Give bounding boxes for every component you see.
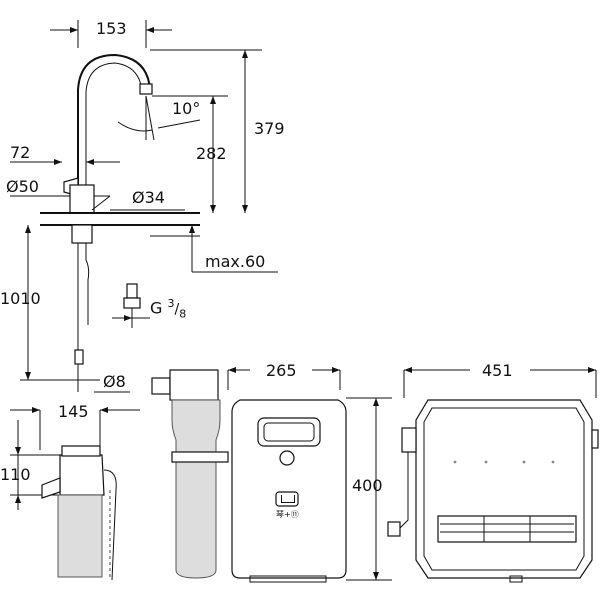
cooler-button-label: 琴+⑪ bbox=[276, 510, 299, 519]
dim-spout-height: 282 bbox=[196, 144, 227, 163]
faucet-dimension-lines bbox=[10, 20, 278, 393]
faucet-spout-inner bbox=[85, 62, 143, 185]
faucet-spout bbox=[77, 53, 151, 185]
faucet-base bbox=[69, 184, 95, 214]
dim-shank-diameter: Ø34 bbox=[132, 188, 165, 207]
dim-filter-height: 110 bbox=[0, 465, 31, 484]
cooler-front-drawing bbox=[227, 367, 392, 583]
dim-filter-width: 145 bbox=[58, 402, 89, 421]
dim-cooler-height: 400 bbox=[352, 476, 383, 495]
co2-bottle-drawing bbox=[151, 369, 229, 579]
dim-spout-angle: 10° bbox=[172, 99, 201, 118]
dim-base-offset: 72 bbox=[10, 143, 31, 162]
faucet-drawing bbox=[40, 53, 200, 370]
dim-hose-diameter: Ø8 bbox=[103, 372, 126, 391]
dim-cooler-width: 451 bbox=[482, 361, 513, 380]
thread-prefix: G bbox=[150, 298, 163, 318]
thread-denominator: 8 bbox=[179, 307, 187, 321]
dim-total-height: 379 bbox=[254, 119, 285, 138]
dim-spout-reach: 153 bbox=[96, 19, 127, 38]
dim-counter-thickness: max.60 bbox=[205, 252, 266, 271]
thread-adaptor bbox=[112, 283, 150, 328]
filter-drawing bbox=[10, 407, 140, 581]
dim-cooler-depth: 265 bbox=[266, 361, 297, 380]
dim-hose-length: 1010 bbox=[0, 289, 41, 308]
faucet-shank bbox=[71, 224, 93, 244]
thread-numerator: 3 bbox=[167, 297, 175, 310]
faucet-aerator bbox=[139, 83, 153, 95]
hose-fitting bbox=[74, 349, 84, 365]
dim-base-diameter: Ø50 bbox=[6, 177, 39, 196]
dim-thread-size: G 3/8 bbox=[150, 297, 187, 321]
cooler-side-drawing bbox=[387, 367, 599, 583]
hose-right bbox=[85, 243, 90, 325]
water-glass-icon bbox=[281, 495, 295, 503]
